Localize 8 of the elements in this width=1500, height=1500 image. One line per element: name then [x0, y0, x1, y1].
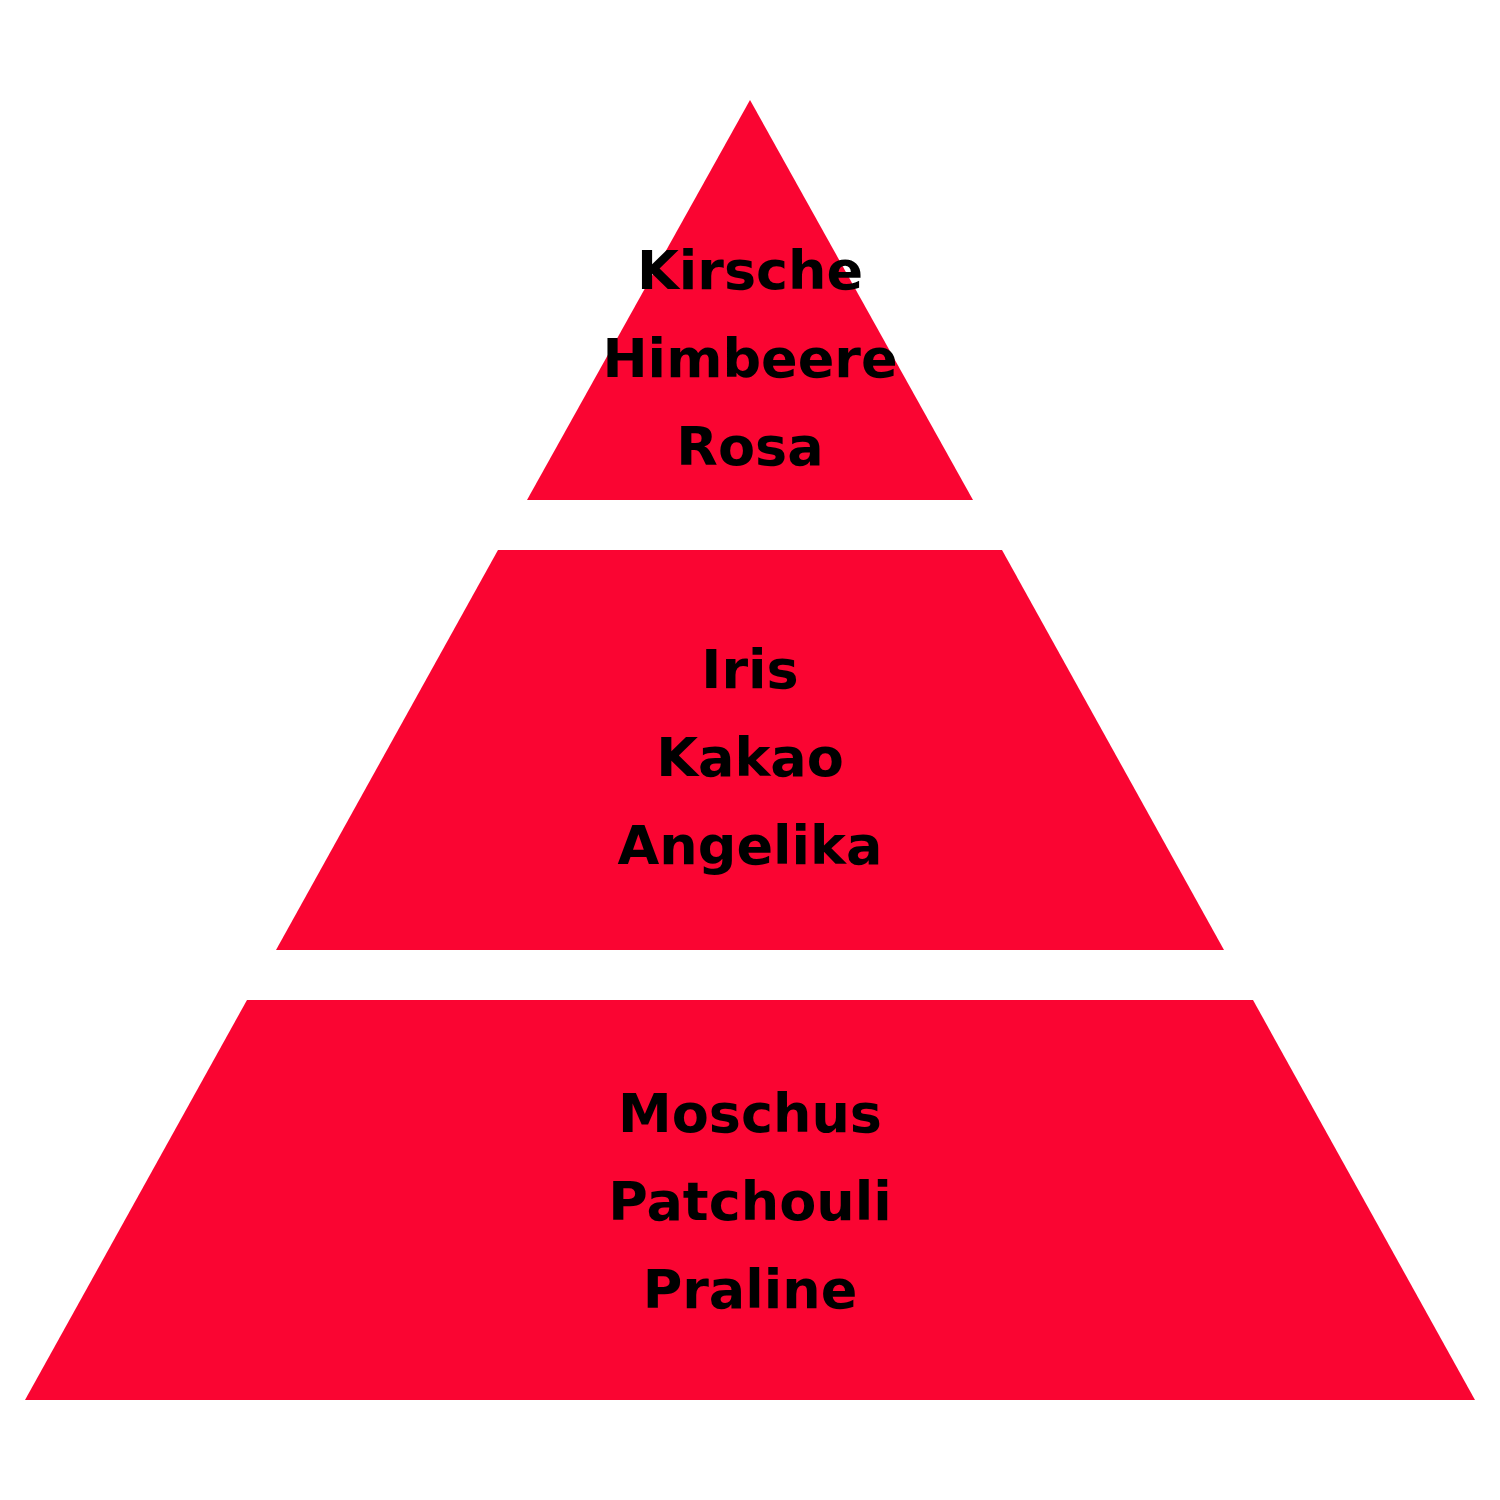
- tier-label: Praline: [642, 1257, 858, 1323]
- tier-label: Patchouli: [608, 1169, 892, 1235]
- tier-label: Rosa: [676, 414, 824, 480]
- tier-label: Moschus: [618, 1081, 882, 1147]
- tier-label: Iris: [701, 637, 799, 703]
- tier-label: Himbeere: [602, 326, 898, 392]
- tier-label: Angelika: [617, 813, 883, 879]
- tier-label: Kakao: [656, 725, 844, 791]
